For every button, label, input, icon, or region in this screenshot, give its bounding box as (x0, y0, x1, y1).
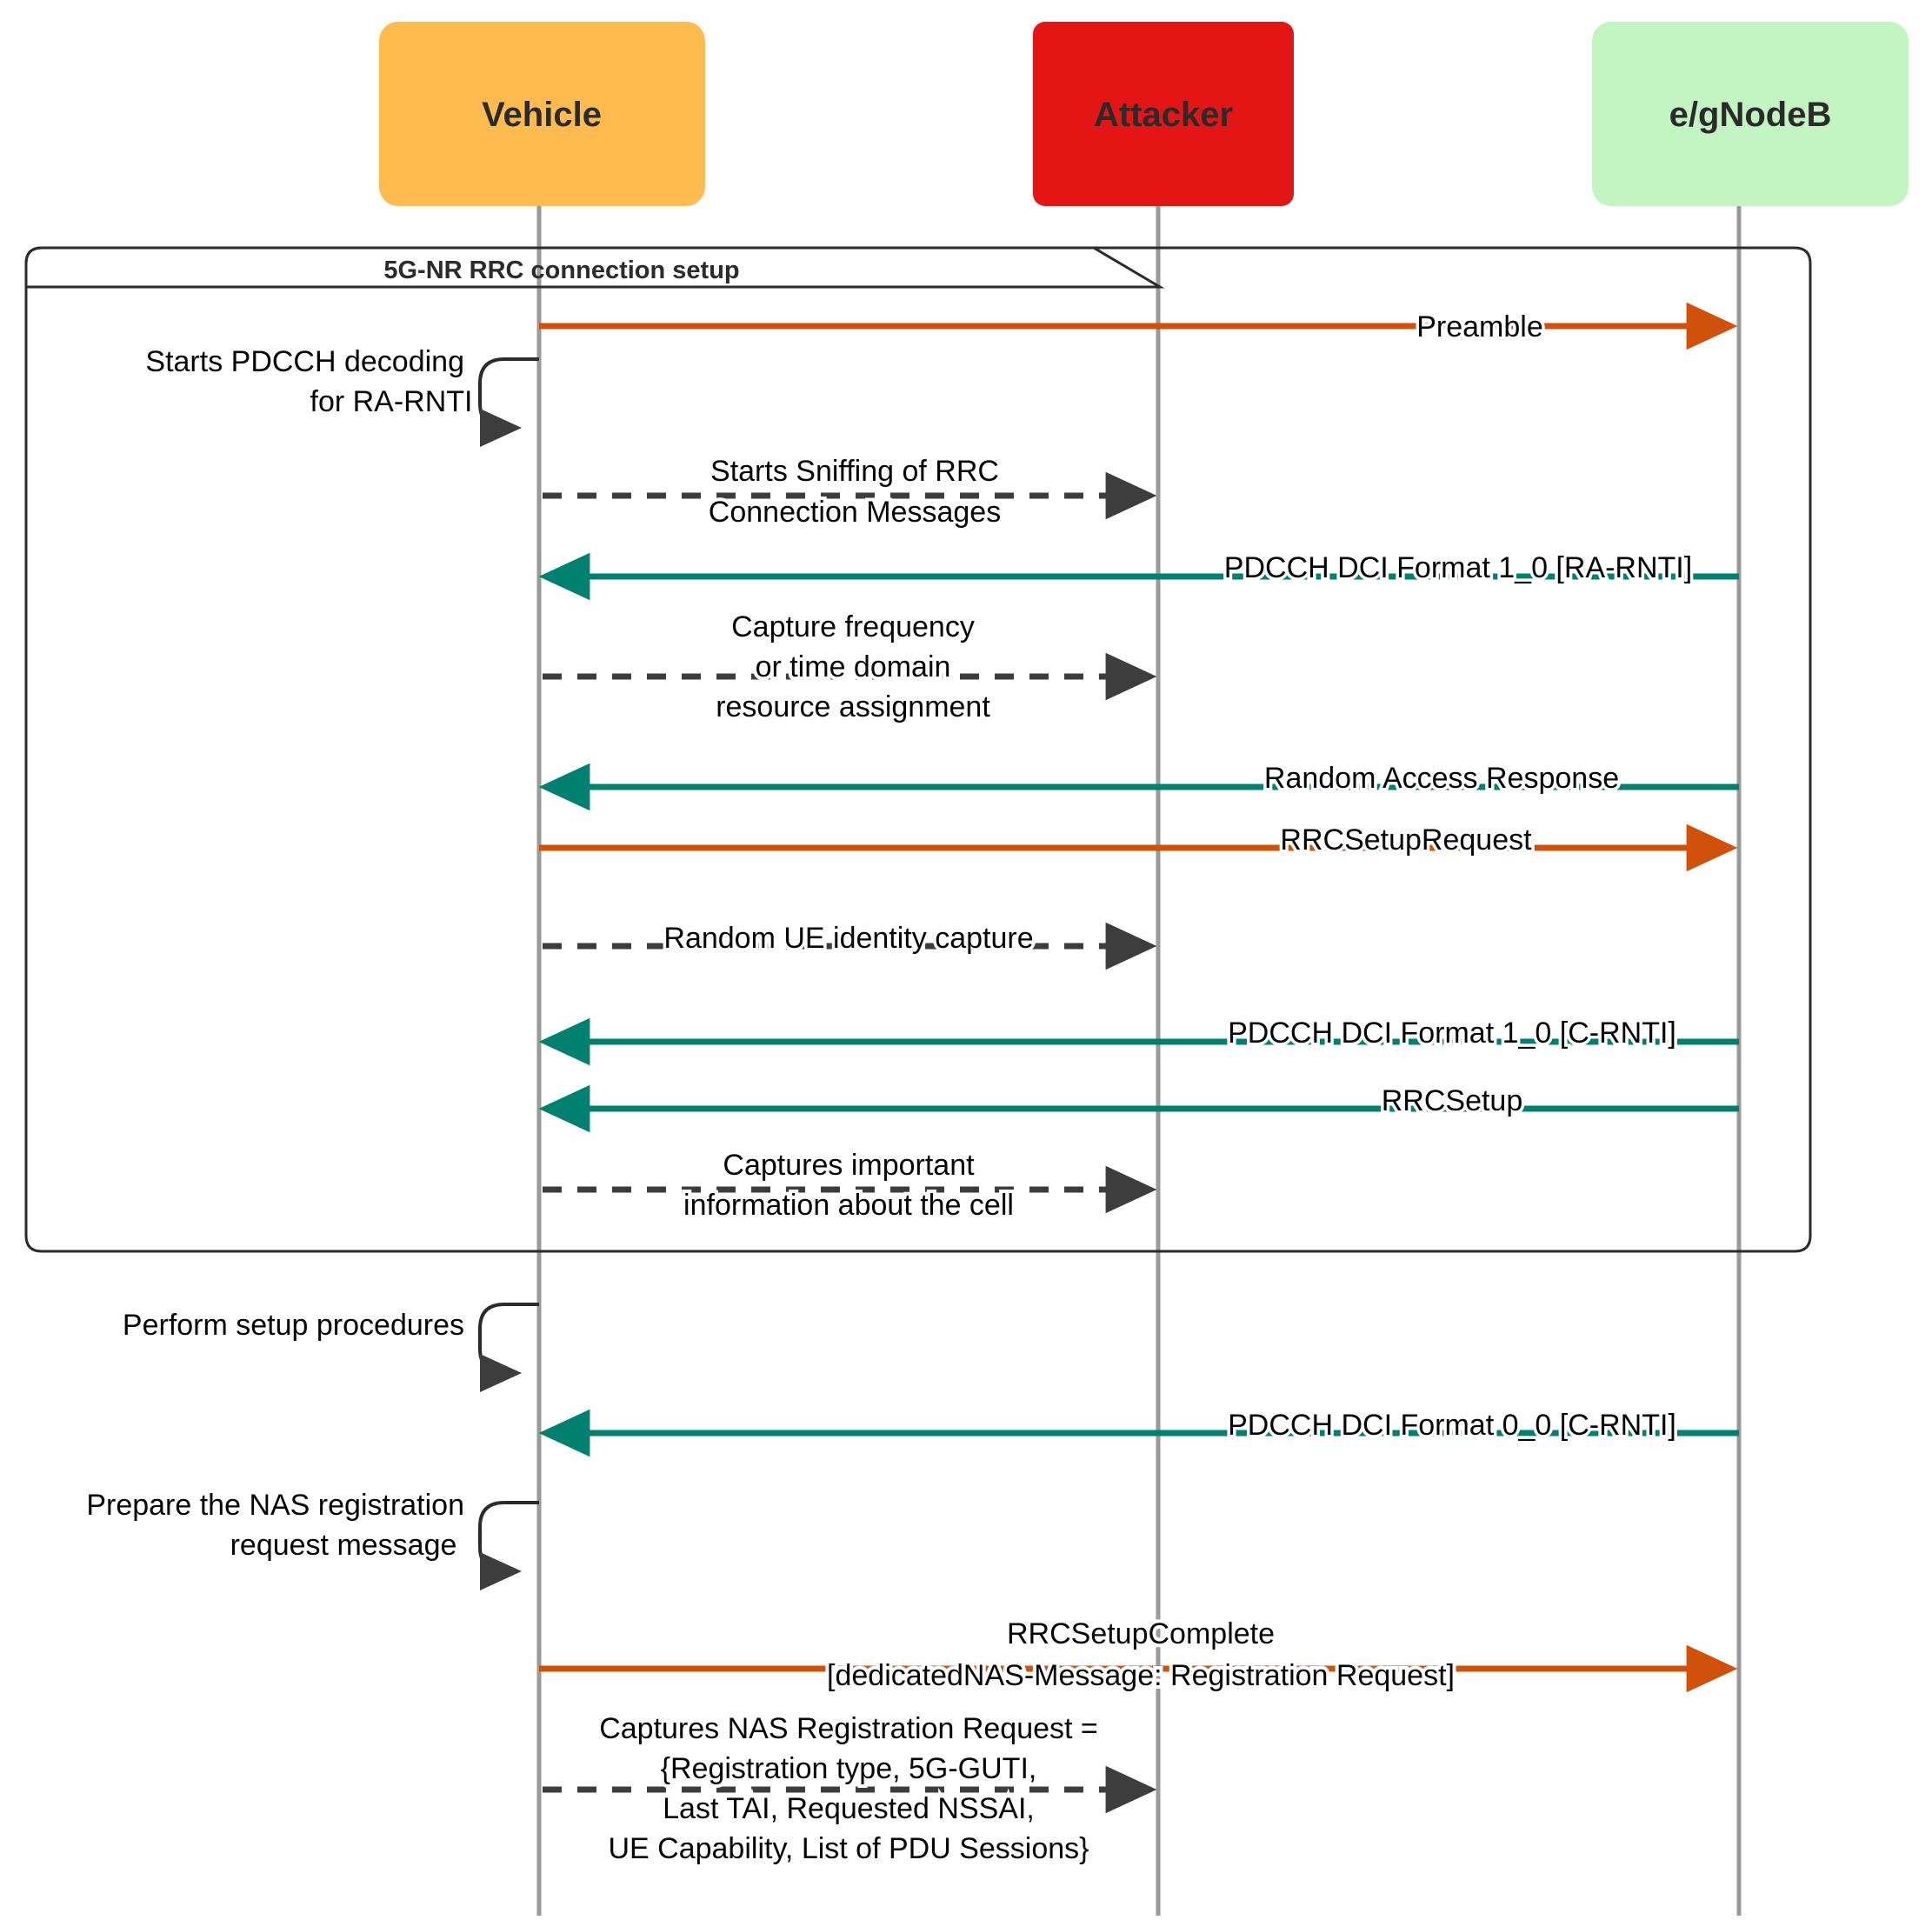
message-capture-resource-assignment-line2: or time domain (756, 650, 951, 683)
message-rrc-setup-complete-line2: [dedicatedNAS-Message: Registration Requ… (827, 1659, 1455, 1692)
message-random-ue-identity-capture[interactable]: Random UE identity capture (543, 919, 1157, 970)
note-prepare-nas-registration-line1: Prepare the NAS registration (86, 1489, 464, 1522)
message-starts-sniffing[interactable]: Starts Sniffing of RRC Connection Messag… (543, 451, 1157, 532)
note-prepare-nas-registration[interactable]: Prepare the NAS registration request mes… (86, 1489, 539, 1590)
message-preamble[interactable]: Preamble (539, 302, 1738, 350)
message-pdcch-dci-0-0-c-rnti[interactable]: PDCCH DCI Format 0_0 [C-RNTI] (538, 1406, 1739, 1457)
message-captures-cell-information[interactable]: Captures important information about the… (543, 1145, 1157, 1225)
actor-label-gnodeb: e/gNodeB (1669, 96, 1832, 134)
fragment-5g-nr-rrc-connection-setup: 5G-NR RRC connection setup (24, 246, 1812, 1253)
note-perform-setup-procedures-label: Perform setup procedures (123, 1309, 464, 1342)
fragment-label: 5G-NR RRC connection setup (383, 257, 739, 284)
self-loop-prepare-nas-registration-path (478, 1501, 539, 1590)
message-captures-nas-registration-request-line4: UE Capability, List of PDU Sessions} (608, 1832, 1089, 1865)
message-starts-sniffing-line1: Starts Sniffing of RRC (710, 455, 999, 488)
message-pdcch-dci-1-0-ra-rnti-label: PDCCH DCI Format 1_0 [RA-RNTI] (1224, 551, 1692, 584)
message-rrc-setup-request-label: RRCSetupRequest (1280, 823, 1532, 857)
fragment-tab (24, 246, 1165, 289)
message-captures-nas-registration-request-line1: Captures NAS Registration Request = (599, 1712, 1098, 1745)
message-preamble-label: Preamble (1416, 310, 1543, 343)
message-capture-resource-assignment[interactable]: Capture frequency or time domain resourc… (543, 607, 1157, 727)
message-captures-nas-registration-request-line2: {Registration type, 5G-GUTI, (661, 1752, 1037, 1785)
note-prepare-nas-registration-line2: request message (230, 1529, 457, 1562)
message-rrc-setup-complete-line1: RRCSetupComplete (1007, 1617, 1275, 1650)
message-capture-resource-assignment-line1: Capture frequency (731, 610, 975, 643)
message-pdcch-dci-1-0-c-rnti[interactable]: PDCCH DCI Format 1_0 [C-RNTI] (538, 1014, 1739, 1066)
message-capture-resource-assignment-line3: resource assignment (716, 690, 990, 723)
note-starts-pdcch-decoding-line2: for RA-RNTI (310, 385, 473, 418)
note-starts-pdcch-decoding-line1: Starts PDCCH decoding (145, 345, 464, 378)
message-starts-sniffing-line2: Connection Messages (709, 496, 1001, 529)
message-pdcch-dci-0-0-c-rnti-label: PDCCH DCI Format 0_0 [C-RNTI] (1228, 1409, 1676, 1442)
message-pdcch-dci-1-0-ra-rnti[interactable]: PDCCH DCI Format 1_0 [RA-RNTI] (538, 549, 1739, 601)
actor-box-gnodeb[interactable] (1592, 22, 1909, 206)
actor-box-attacker[interactable] (1033, 22, 1294, 206)
message-rrc-setup[interactable]: RRCSetup (538, 1082, 1739, 1133)
self-loop-starts-pdcch-decoding-path (478, 357, 539, 447)
message-captures-cell-information-line2: information about the cell (683, 1189, 1014, 1222)
note-starts-pdcch-decoding[interactable]: Starts PDCCH decoding for RA-RNTI (145, 345, 539, 447)
message-captures-nas-registration-request-line3: Last TAI, Requested NSSAI, (663, 1792, 1035, 1825)
fragment-outline (24, 246, 1812, 1253)
message-random-ue-identity-capture-label: Random UE identity capture (663, 922, 1033, 955)
message-rrc-setup-request[interactable]: RRCSetupRequest (539, 821, 1738, 872)
message-random-access-response[interactable]: Random Access Response (538, 759, 1739, 811)
message-captures-nas-registration-request[interactable]: Captures NAS Registration Request = {Reg… (543, 1709, 1157, 1869)
actor-headers: Vehicle Attacker e/gNodeB (379, 22, 1909, 206)
actor-label-attacker: Attacker (1094, 96, 1233, 134)
note-perform-setup-procedures[interactable]: Perform setup procedures (123, 1303, 539, 1392)
message-random-access-response-label: Random Access Response (1264, 762, 1619, 795)
message-pdcch-dci-1-0-c-rnti-label: PDCCH DCI Format 1_0 [C-RNTI] (1228, 1017, 1676, 1050)
message-rrc-setup-complete[interactable]: RRCSetupComplete [dedicatedNAS-Message: … (539, 1614, 1738, 1696)
message-rrc-setup-label: RRCSetup (1382, 1084, 1523, 1117)
self-loop-perform-setup-procedures-path (478, 1303, 539, 1392)
message-captures-cell-information-line1: Captures important (723, 1149, 975, 1182)
actor-box-vehicle[interactable] (379, 22, 705, 206)
actor-label-vehicle: Vehicle (482, 96, 602, 134)
